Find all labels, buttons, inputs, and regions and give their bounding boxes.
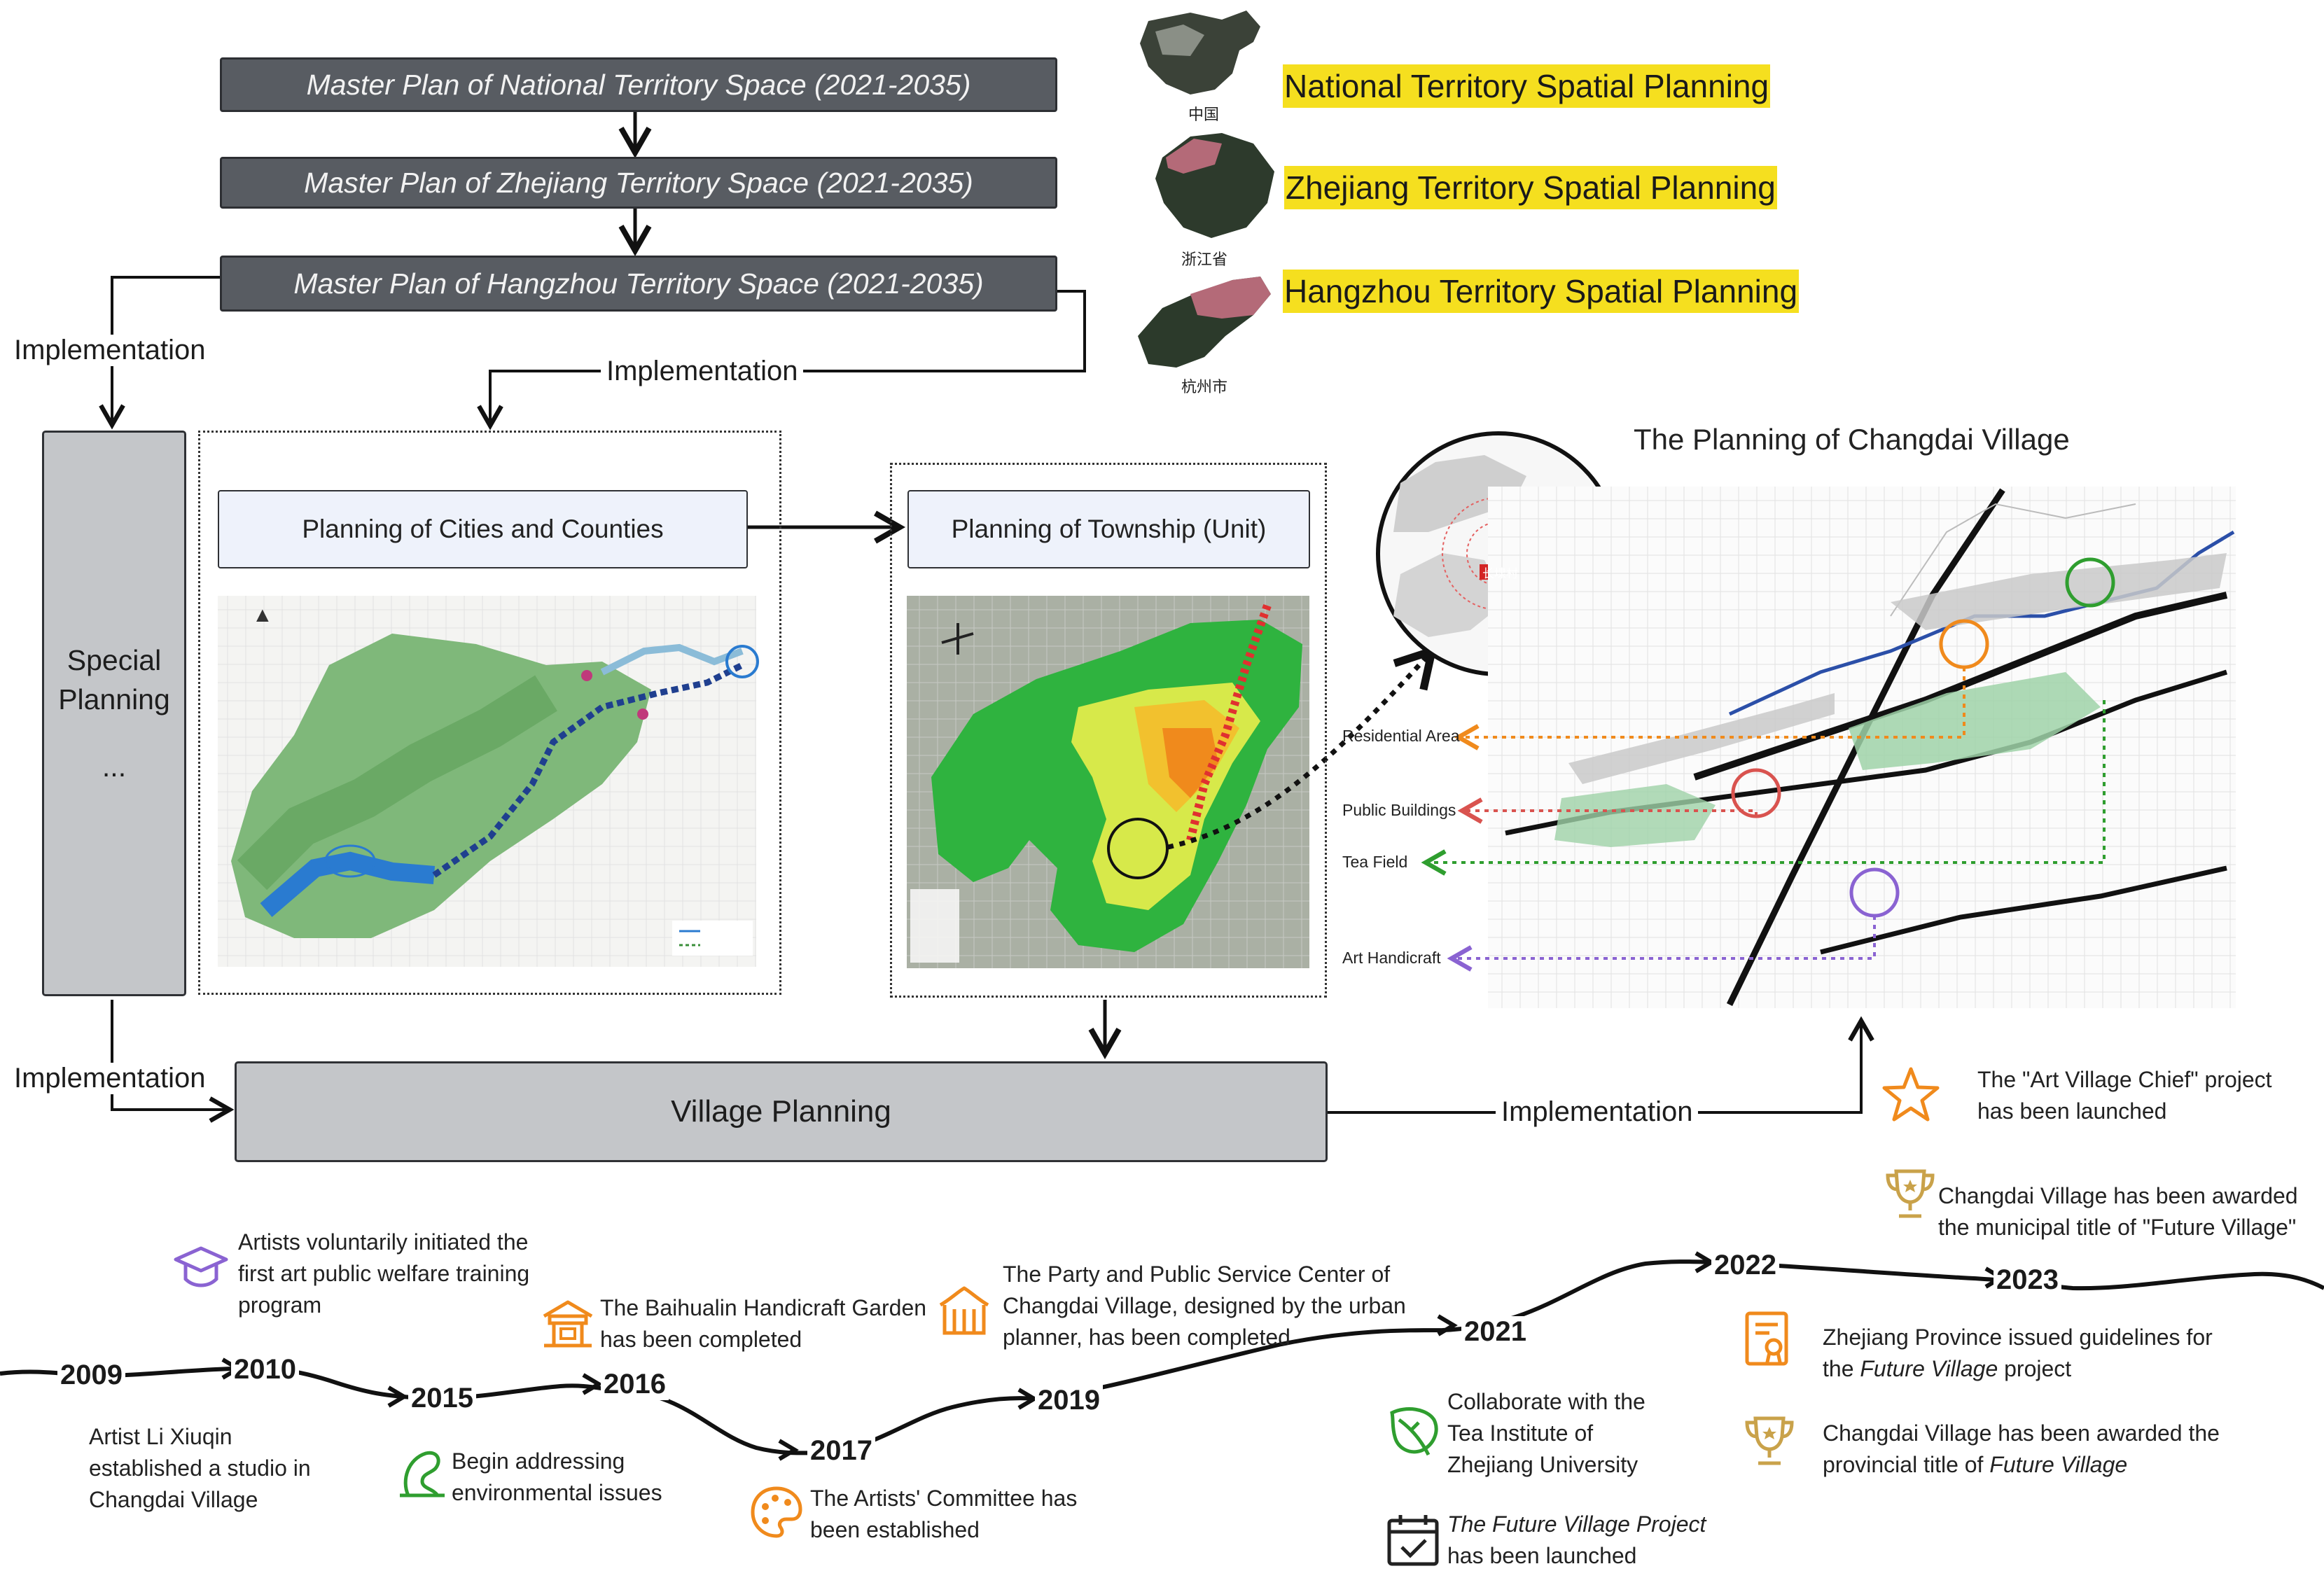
china-map bbox=[1140, 11, 1260, 95]
arrow-2015 bbox=[387, 1385, 408, 1408]
china-map-label: 中国 bbox=[1188, 106, 1220, 123]
event-2021-future-village: The Future Village Project has been laun… bbox=[1447, 1509, 1755, 1572]
year-2015: 2015 bbox=[408, 1383, 476, 1414]
arrow-hangzhou-special bbox=[99, 276, 220, 430]
arrow-2019 bbox=[1017, 1388, 1038, 1410]
legend-art: Art Handicraft bbox=[1342, 949, 1441, 967]
leaf-sprout-icon bbox=[400, 1451, 445, 1497]
svg-text:▲: ▲ bbox=[252, 603, 273, 627]
event-2016: The Baihualin Handicraft Garden has been… bbox=[600, 1295, 927, 1352]
changdai-plan-map bbox=[1488, 487, 2236, 1008]
event-2019: The Party and Public Service Center of C… bbox=[1003, 1262, 1406, 1350]
township-map bbox=[907, 596, 1309, 968]
hangzhou-map bbox=[1138, 277, 1271, 368]
changdai-title: The Planning of Changdai Village bbox=[1634, 423, 2070, 456]
event-2023-municipal: Changdai Village has been awarded the mu… bbox=[1938, 1183, 2298, 1240]
graduation-cap-icon bbox=[174, 1246, 228, 1287]
tea-leaf-icon bbox=[1390, 1407, 1438, 1456]
arrow-2021 bbox=[1437, 1314, 1458, 1336]
implementation-label-left-bottom: Implementation bbox=[8, 1063, 211, 1094]
cities-counties-container bbox=[198, 431, 781, 995]
star-icon bbox=[1882, 1067, 1940, 1122]
master-plan-hangzhou: Master Plan of Hangzhou Territory Space … bbox=[220, 256, 1057, 312]
highlight-hangzhou: Hangzhou Territory Spatial Planning bbox=[1283, 270, 1800, 313]
legend-residential: Residential Area bbox=[1342, 727, 1460, 745]
hall-building-icon bbox=[939, 1286, 989, 1335]
cities-counties-box: Planning of Cities and Counties bbox=[218, 490, 748, 568]
highlight-zhejiang: Zhejiang Territory Spatial Planning bbox=[1284, 166, 1777, 209]
event-2022-guidelines: Zhejiang Province issued guidelines for … bbox=[1823, 1322, 2250, 1385]
event-2021-future-village-rest: has been launched bbox=[1447, 1543, 1637, 1568]
event-2023-art-village-chief: The "Art Village Chief" project has been… bbox=[1977, 1067, 2272, 1124]
year-2010: 2010 bbox=[231, 1354, 299, 1385]
timeline-curve bbox=[0, 1259, 2324, 1455]
calendar-check-icon bbox=[1387, 1515, 1439, 1566]
leader-public bbox=[1457, 797, 1758, 824]
event-2017: The Artists' Committee has been establis… bbox=[810, 1486, 1078, 1542]
village-planning-box: Village Planning bbox=[235, 1061, 1328, 1162]
special-planning-line1: Special bbox=[67, 644, 162, 676]
year-2021: 2021 bbox=[1461, 1316, 1529, 1348]
inset-village-label: 长埭村 bbox=[1482, 567, 1518, 580]
event-2021-tea: Collaborate with the Tea Institute of Zh… bbox=[1447, 1389, 1645, 1477]
event-2009: Artist Li Xiuqin established a studio in… bbox=[89, 1424, 311, 1512]
implementation-label-middle: Implementation bbox=[601, 356, 804, 387]
year-2009: 2009 bbox=[57, 1360, 125, 1391]
event-2021-future-village-italic: The Future Village Project bbox=[1447, 1511, 1706, 1537]
event-2022-provincial-pre: Changdai Village has been awarded the pr… bbox=[1823, 1420, 2220, 1477]
certificate-icon bbox=[1745, 1311, 1788, 1366]
zhejiang-map-label: 浙江省 bbox=[1181, 251, 1228, 268]
trophy-icon bbox=[1745, 1416, 1794, 1465]
special-planning-line3: ... bbox=[102, 750, 127, 783]
event-2022-provincial: Changdai Village has been awarded the pr… bbox=[1823, 1418, 2250, 1481]
event-2022-guidelines-italic: Future Village bbox=[1860, 1356, 1998, 1381]
arrow-2017 bbox=[778, 1439, 799, 1461]
master-plan-zhejiang: Master Plan of Zhejiang Territory Space … bbox=[220, 157, 1057, 209]
pavilion-icon bbox=[543, 1300, 593, 1348]
event-2010: Artists voluntarily initiated the first … bbox=[238, 1229, 530, 1318]
year-2023: 2023 bbox=[1994, 1264, 2061, 1296]
arrow-hangzhou-cities bbox=[477, 290, 1086, 431]
arrow-special-village bbox=[111, 1000, 235, 1123]
township-box: Planning of Township (Unit) bbox=[907, 490, 1310, 568]
cities-counties-map: ▲ bbox=[218, 596, 759, 967]
year-2016: 2016 bbox=[601, 1369, 669, 1400]
township-container bbox=[890, 463, 1327, 998]
palette-icon bbox=[751, 1486, 802, 1538]
zhejiang-map bbox=[1155, 133, 1274, 238]
year-2019: 2019 bbox=[1035, 1385, 1103, 1416]
master-plan-national: Master Plan of National Territory Space … bbox=[220, 57, 1057, 112]
arrow-township-changdai bbox=[1167, 645, 1438, 850]
special-planning-line2: Planning bbox=[58, 683, 170, 715]
trophy-icon-municipal bbox=[1886, 1169, 1935, 1218]
year-2017: 2017 bbox=[807, 1435, 875, 1467]
year-2022: 2022 bbox=[1711, 1250, 1779, 1281]
highlight-national: National Territory Spatial Planning bbox=[1283, 64, 1771, 108]
event-2022-provincial-italic: Future Village bbox=[1989, 1452, 2128, 1477]
implementation-label-left-top: Implementation bbox=[8, 335, 211, 366]
arrow-2016 bbox=[582, 1373, 603, 1395]
event-2022-guidelines-post: project bbox=[2004, 1356, 2072, 1381]
event-2022-guidelines-pre: Zhejiang Province issued guidelines for … bbox=[1823, 1325, 2213, 1381]
implementation-label-right: Implementation bbox=[1496, 1096, 1699, 1128]
special-planning-box: Special Planning ... bbox=[42, 431, 186, 996]
legend-tea: Tea Field bbox=[1342, 853, 1408, 871]
hangzhou-map-label: 杭州市 bbox=[1181, 378, 1228, 396]
legend-public: Public Buildings bbox=[1342, 801, 1456, 819]
event-2015: Begin addressing environmental issues bbox=[452, 1448, 662, 1505]
